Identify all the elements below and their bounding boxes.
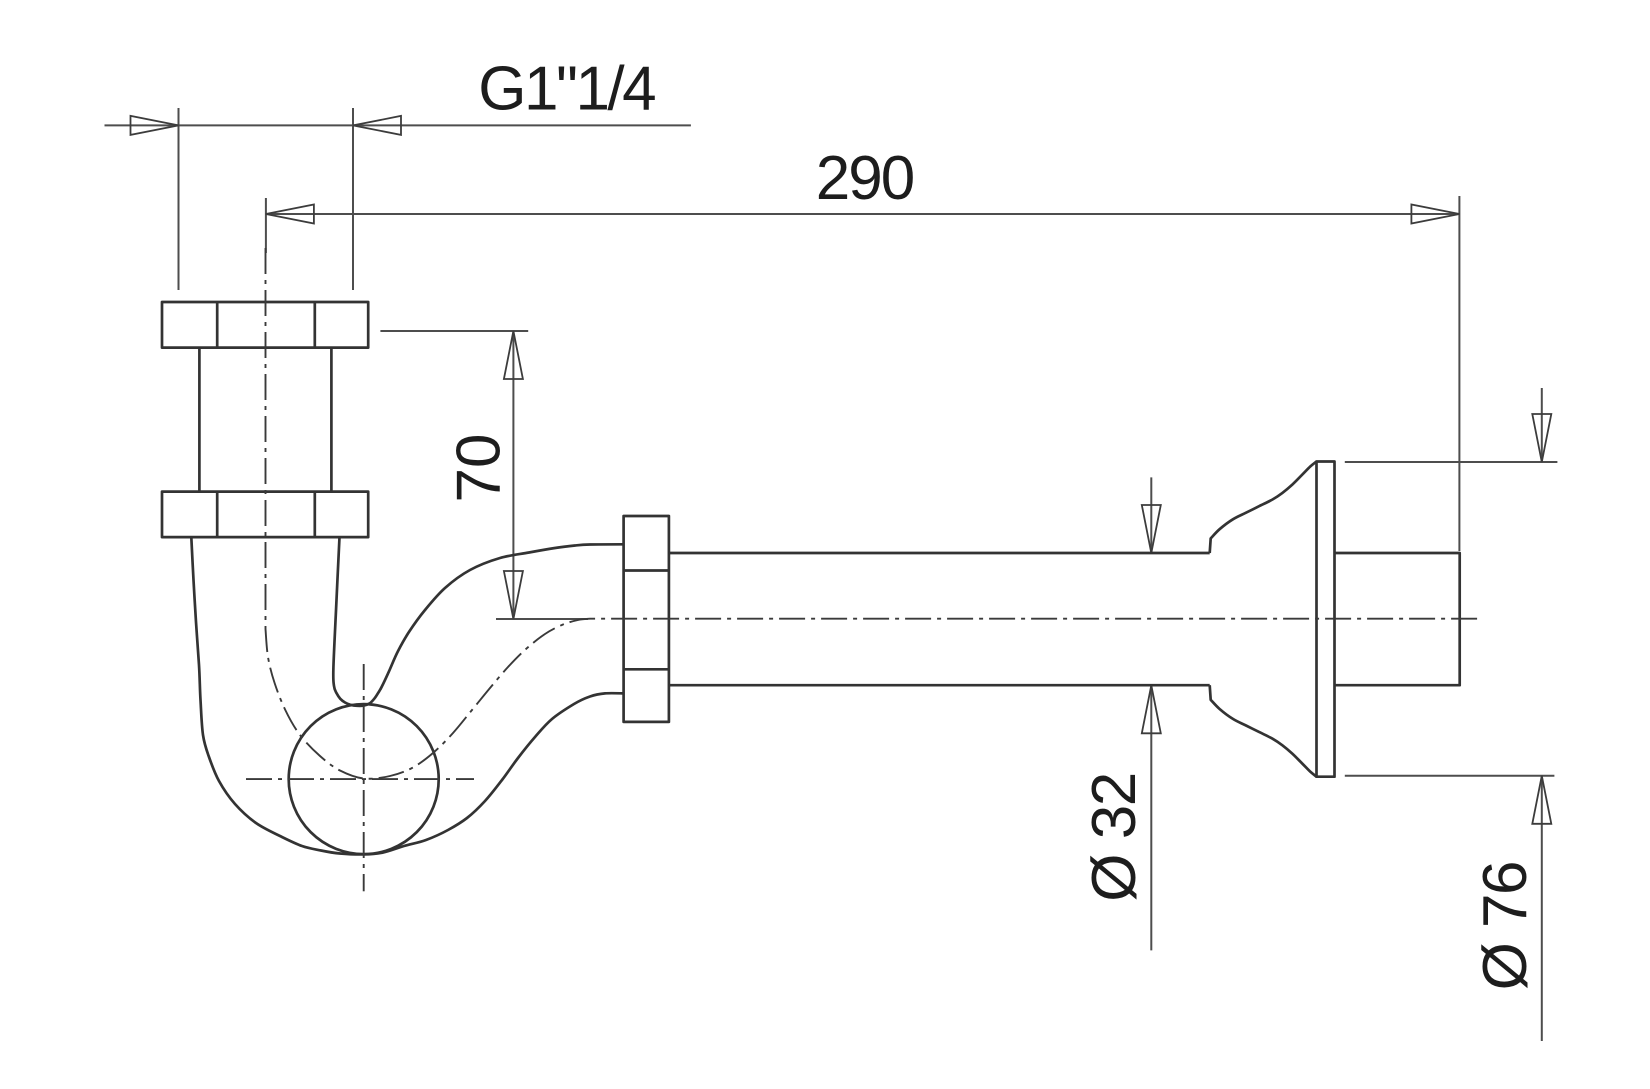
- rosette-arrow-bottom-icon: [1531, 775, 1553, 825]
- inlet-height-label: 70: [445, 434, 514, 503]
- length-arrow-right-icon: [1410, 203, 1460, 225]
- rosette-diameter-label: Ø 76: [1471, 862, 1540, 990]
- flow-centerline: [264, 248, 1480, 780]
- pipe-diameter-label: Ø 32: [1080, 773, 1149, 901]
- thread-arrow-right-icon: [352, 114, 402, 136]
- siphon-body: [160, 300, 1462, 856]
- trap-outer-wall: [189, 537, 624, 856]
- outlet-stub: [1334, 551, 1462, 687]
- dimension-lines: [104, 108, 1558, 1041]
- dimension-labels: G1"1/4 290 70 Ø 32 Ø 76: [445, 55, 1541, 991]
- overall-length-label: 290: [816, 144, 914, 213]
- length-arrow-left-icon: [265, 203, 315, 225]
- thread-size-label: G1"1/4: [478, 55, 655, 124]
- pipe-dia-arrow-top-icon: [1140, 504, 1162, 554]
- coupling-nut: [622, 514, 671, 724]
- inlet-nut-bottom: [160, 490, 370, 539]
- rosette-arrow-top-icon: [1531, 413, 1553, 463]
- rosette-bell-bottom: [1208, 685, 1318, 778]
- rosette-plate: [1315, 460, 1336, 779]
- inlet-nut-top: [160, 300, 370, 349]
- thread-arrow-left-icon: [129, 114, 179, 136]
- height-arrow-top-icon: [502, 330, 524, 380]
- centerlines: [246, 248, 1480, 892]
- rosette-bell-top: [1208, 460, 1318, 554]
- trap-inner-wall: [331, 537, 624, 708]
- height-arrow-bottom-icon: [502, 570, 524, 620]
- pipe-dia-arrow-bottom-icon: [1140, 685, 1162, 735]
